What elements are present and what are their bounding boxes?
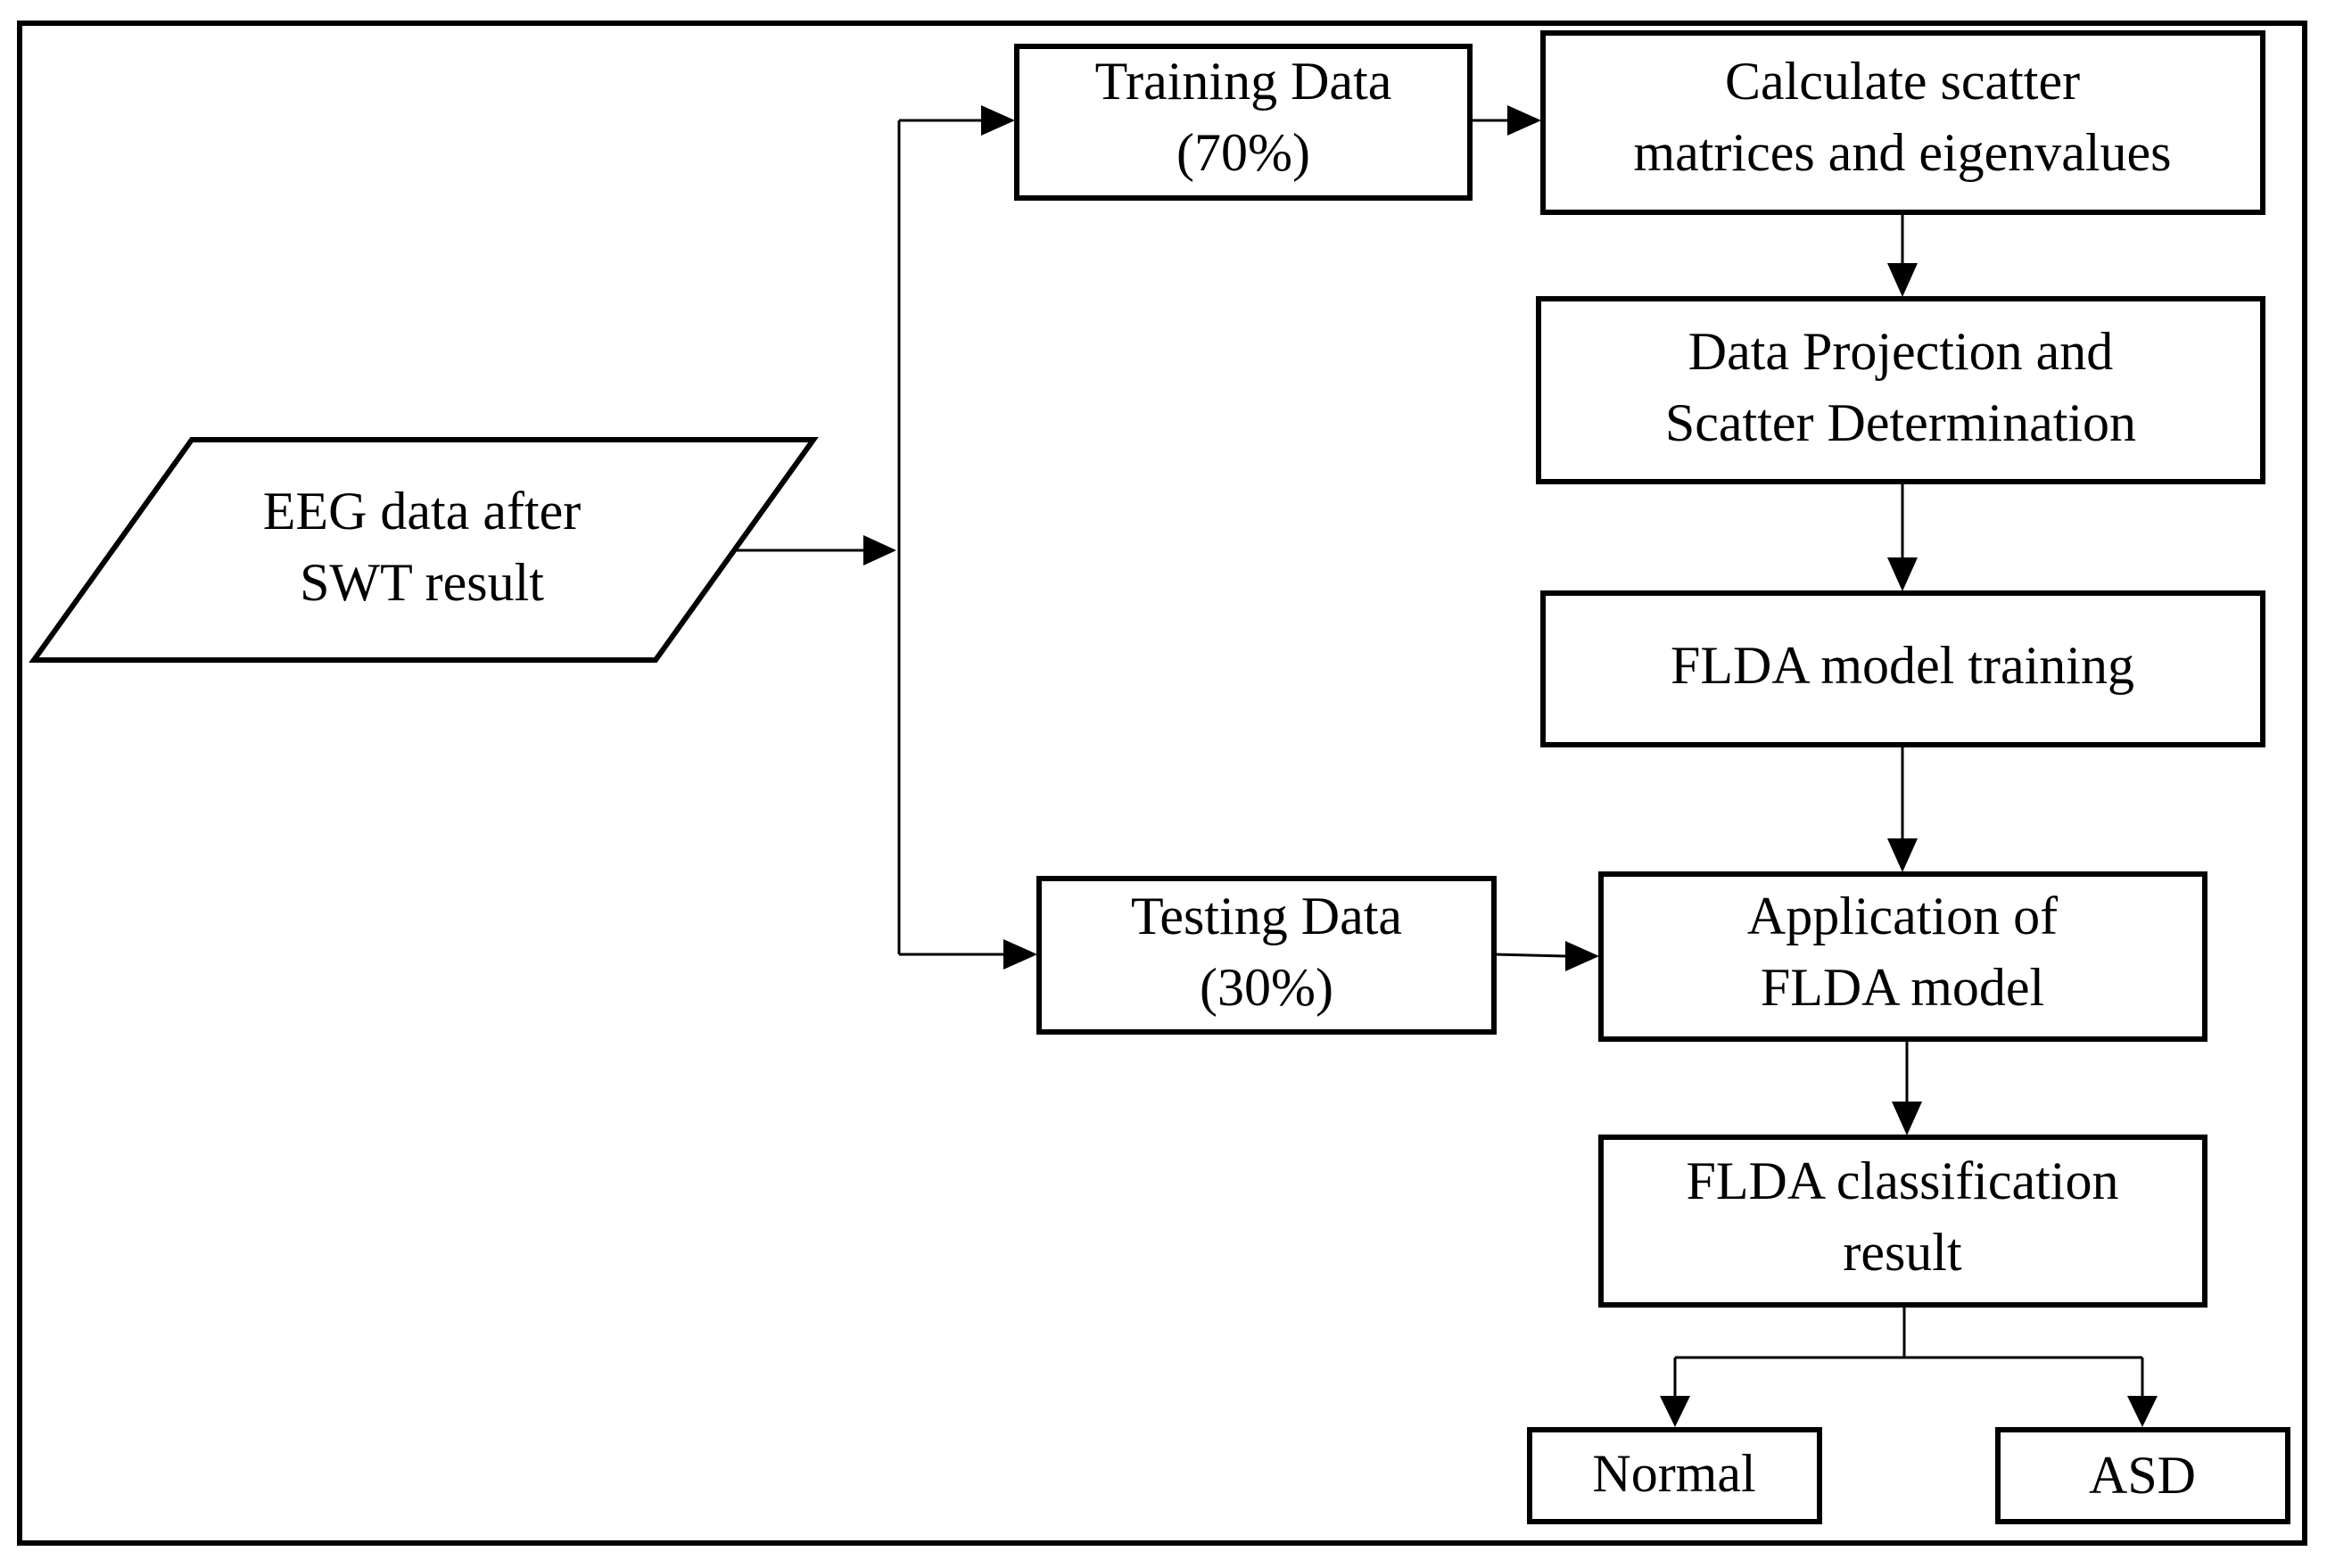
node-application: Application of FLDA model xyxy=(1598,871,2207,1042)
arrowhead-asd xyxy=(2127,1396,2158,1427)
node-application-line-1: Application of xyxy=(1747,887,2058,945)
arrowhead-application-left xyxy=(1565,941,1599,971)
arrowhead-classification xyxy=(1892,1102,1922,1135)
node-testing-data: Testing Data (30%) xyxy=(1036,876,1497,1035)
arrowhead-projection xyxy=(1887,263,1918,297)
node-testing-line-2: (30%) xyxy=(1200,958,1333,1017)
arrowhead-training xyxy=(981,105,1015,136)
node-projection-line-1: Data Projection and xyxy=(1688,322,2114,381)
node-asd: ASD xyxy=(1995,1427,2290,1524)
node-asd-label: ASD xyxy=(2089,1446,2196,1505)
node-model-training: FLDA model training xyxy=(1540,590,2265,747)
node-training-line-2: (70%) xyxy=(1176,123,1310,182)
node-normal: Normal xyxy=(1527,1427,1822,1524)
arrowhead-application xyxy=(1887,838,1918,872)
arrow-testing-to-application xyxy=(1493,953,1566,958)
node-classification-result: FLDA classification result xyxy=(1598,1135,2207,1308)
arrowhead-model-training xyxy=(1887,557,1918,591)
arrowhead-testing xyxy=(1003,939,1037,970)
node-input-line-1: EEG data after xyxy=(263,482,581,541)
node-classification-line-2: result xyxy=(1843,1223,1962,1282)
node-data-projection: Data Projection and Scatter Determinatio… xyxy=(1536,296,2265,484)
node-training-line-1: Training Data xyxy=(1095,52,1392,111)
node-input-line-2: SWT result xyxy=(300,553,544,612)
node-scatter-line-2: matrices and eigenvalues xyxy=(1633,123,2171,182)
node-model-training-line-1: FLDA model training xyxy=(1671,636,2134,695)
node-normal-label: Normal xyxy=(1592,1444,1755,1503)
node-classification-line-1: FLDA classification xyxy=(1687,1151,2119,1210)
arrowhead-scatter xyxy=(1507,105,1541,136)
arrowhead-input-split xyxy=(863,535,896,565)
node-training-data: Training Data (70%) xyxy=(1014,44,1473,201)
node-input: EEG data after SWT result xyxy=(29,437,819,663)
node-calculate-scatter: Calculate scatter matrices and eigenvalu… xyxy=(1540,30,2265,215)
node-projection-line-2: Scatter Determination xyxy=(1665,393,2136,452)
connectors xyxy=(736,105,2158,1427)
node-testing-line-1: Testing Data xyxy=(1131,887,1402,945)
node-scatter-line-1: Calculate scatter xyxy=(1725,52,2080,111)
arrowhead-normal xyxy=(1660,1396,1690,1427)
node-application-line-2: FLDA model xyxy=(1761,958,2044,1017)
outer-frame xyxy=(17,21,2307,1546)
